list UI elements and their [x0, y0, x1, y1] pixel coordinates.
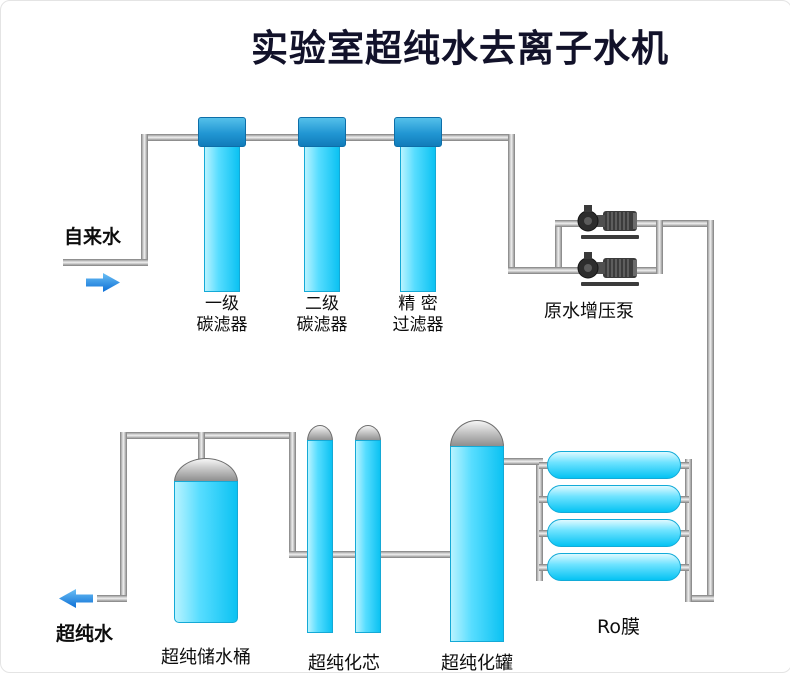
precision-filter-label: 精 密 过滤器	[392, 294, 444, 335]
pipe-ro-stub	[539, 496, 553, 503]
pipe-ro-stub	[539, 530, 553, 537]
page-title: 实验室超纯水去离子水机	[251, 27, 669, 70]
polish-tank-dome	[450, 420, 504, 447]
pipe-pump-loop-left	[555, 220, 562, 274]
carbon-filter-2-cap	[298, 117, 346, 147]
pipe-ro-stub	[677, 564, 689, 571]
storage-tank-body	[174, 481, 238, 623]
precision-filter-cap	[394, 117, 442, 147]
pipe-pump-in	[508, 267, 565, 274]
cartridge-1-body	[307, 440, 333, 633]
pipe-ro-stub	[677, 496, 689, 503]
pipe-main-right-drop	[707, 220, 714, 602]
polish-tank-body	[450, 446, 504, 642]
pipe-tank-inlet	[198, 432, 205, 472]
ro-membrane-label: Ro膜	[597, 616, 640, 638]
ro-membrane-3	[547, 519, 681, 547]
booster-pump-label: 原水增压泵	[544, 301, 634, 322]
ultrapure-water-label: 超纯水	[56, 623, 114, 645]
pipe-inlet-riser	[141, 134, 148, 266]
pipe-ro-stub	[539, 564, 553, 571]
storage-tank-label: 超纯储水桶	[161, 647, 251, 668]
storage-tank-dome	[174, 458, 238, 482]
tap-water-label: 自来水	[64, 226, 122, 248]
pipe-ro-left-manifold	[536, 459, 543, 581]
pipe-cartridge-link	[289, 551, 473, 558]
booster-pump-icon	[577, 252, 639, 286]
pipe-bottom-manifold	[120, 432, 296, 439]
carbon-filter-2-vessel	[304, 146, 340, 292]
flow-arrow-left-icon	[59, 589, 93, 608]
carbon-filter-1-vessel	[204, 146, 240, 292]
pipe-outlet-riser	[120, 432, 127, 602]
pipe-tank-ro-link	[477, 458, 543, 465]
pipe-mid-riser	[289, 432, 296, 558]
pipe-filters-out	[508, 134, 515, 274]
ro-membrane-1	[547, 451, 681, 479]
polish-tank-label: 超纯化罐	[441, 653, 513, 673]
flow-arrow-right-icon	[86, 273, 120, 292]
cartridge-label: 超纯化芯	[308, 653, 380, 673]
pipe-ro-right-connector	[685, 595, 714, 602]
booster-pump-icon	[577, 205, 639, 239]
cartridge-2-dome	[355, 425, 381, 441]
pipe-outlet	[97, 595, 127, 602]
cartridge-1-dome	[307, 425, 333, 441]
ro-membrane-2	[547, 485, 681, 513]
precision-filter-vessel	[400, 146, 436, 292]
ro-membrane-4	[547, 553, 681, 581]
pipe-ro-stub	[677, 462, 689, 469]
carbon-filter-1-cap	[198, 117, 246, 147]
pipe-ro-stub	[539, 462, 553, 469]
cartridge-2-body	[355, 440, 381, 633]
pipe-pump-loop-right	[656, 220, 663, 274]
carbon-filter-1-label: 一级 碳滤器	[196, 294, 248, 335]
carbon-filter-2-label: 二级 碳滤器	[296, 294, 348, 335]
pipe-ro-stub	[677, 530, 689, 537]
pipe-inlet	[63, 259, 148, 266]
